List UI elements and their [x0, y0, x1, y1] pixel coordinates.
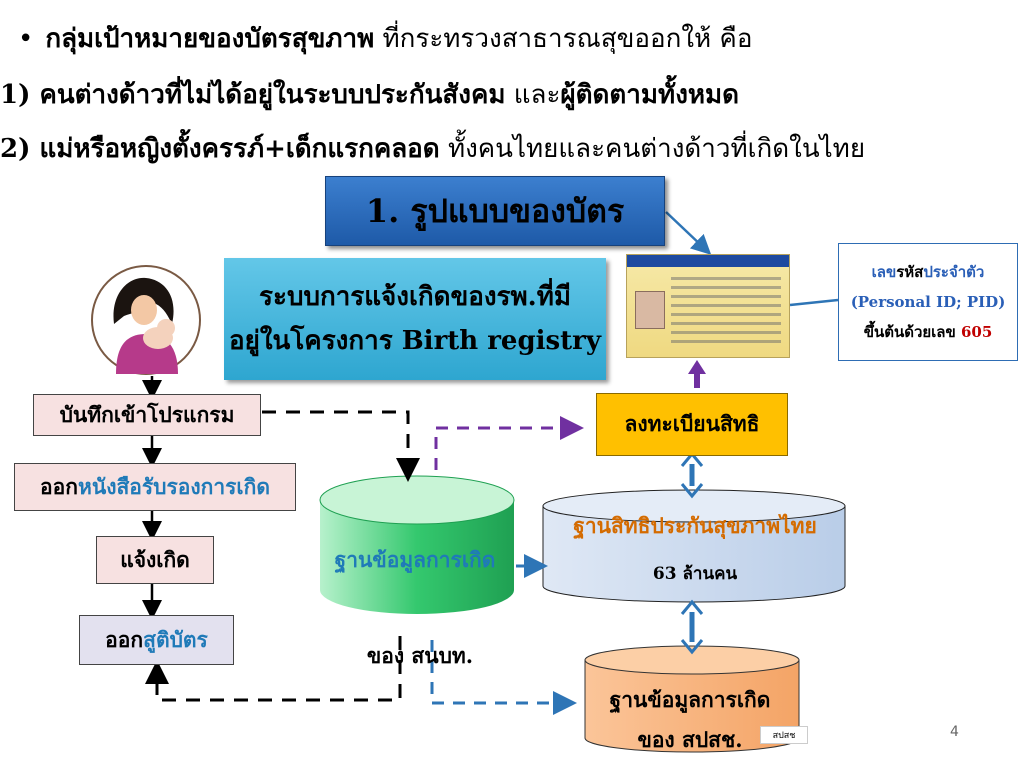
uc-database-cylinder — [542, 489, 846, 603]
birth-registry-line1: ระบบการแจ้งเกิดของรพ.ที่มี — [259, 282, 571, 312]
group-1-bold-2: ผู้ติดตามทั้งหมด — [560, 80, 740, 110]
nso-database-line2: ของ สปสช. — [637, 727, 743, 752]
card-format-label: 1. รูปแบบของบัตร — [365, 191, 625, 230]
group-2-line: 2) แม่หรือหญิงตั้งครรภ์+เด็กแรกคลอด ทั้ง… — [0, 128, 865, 169]
group-1-mid: และ — [505, 80, 561, 110]
nso-database-line1: ฐานข้อมูลการเกิด — [609, 687, 771, 712]
target-group-rest: ที่กระทรวงสาธารณสุขออกให้ คือ — [374, 24, 753, 54]
birth-database-cylinder — [319, 475, 515, 614]
birthdb-to-register-dashed-arrow — [434, 416, 584, 470]
bullet-icon: • — [18, 24, 34, 54]
record-program-label: บันทึกเข้าโปรแกรม — [59, 401, 235, 427]
birth-registry-box: ระบบการแจ้งเกิดของรพ.ที่มี อยู่ในโครงการ… — [224, 258, 606, 380]
birth-database-label: ฐานข้อมูลการเกิด — [334, 547, 496, 572]
issue-birth-cert-box: ออกสูติบัตร — [79, 615, 234, 665]
pid-line2: (Personal ID; PID) — [850, 293, 1006, 311]
pid-line1: เลขรหัสประจำตัว — [871, 263, 985, 281]
target-group-heading: กลุ่มเป้าหมายของบัตรสุขภาพ — [45, 24, 375, 54]
nso-database-label: ฐานข้อมูลการเกิด ของ สปสช. — [585, 680, 795, 760]
group-2-bold: 2) แม่หรือหญิงตั้งครรภ์+เด็กแรกคลอด — [0, 134, 440, 164]
register-rights-box: ลงทะเบียนสิทธิ — [596, 393, 788, 456]
group-1-line: 1) คนต่างด้าวที่ไม่ได้อยู่ในระบบประกันสั… — [0, 74, 739, 115]
group-1-bold: 1) คนต่างด้าวที่ไม่ได้อยู่ในระบบประกันสั… — [0, 80, 506, 110]
card-format-title: 1. รูปแบบของบัตร — [325, 176, 665, 246]
birthdb-to-nsodb-dashed-arrow — [430, 640, 577, 715]
register-to-card-arrowhead — [688, 360, 706, 374]
register-rights-label: ลงทะเบียนสิทธิ — [624, 411, 760, 436]
notify-birth-box: แจ้งเกิด — [96, 536, 214, 584]
baby-photo — [635, 291, 665, 329]
uc-database-count: 63 ล้านคน — [652, 564, 738, 584]
card-header-bar — [627, 255, 789, 267]
pid-line3: ขึ้นต้นด้วยเลข 605 — [863, 323, 993, 341]
target-group-line: • กลุ่มเป้าหมายของบัตรสุขภาพ ที่กระทรวงสา… — [18, 18, 752, 59]
birth-registry-line2: อยู่ในโครงการ Birth registry — [229, 326, 601, 356]
record-program-box: บันทึกเข้าโปรแกรม — [33, 394, 261, 436]
group-2-rest: ทั้งคนไทยและคนต่างด้าวที่เกิดในไทย — [439, 134, 866, 164]
format-to-card-arrow — [665, 211, 712, 255]
nhso-logo-icon: สปสช — [760, 726, 808, 744]
birth-database-owner: ของ สนบท. — [366, 643, 474, 668]
record-to-birthdb-dashed-arrow — [262, 410, 420, 482]
uc-database-label: ฐานสิทธิประกันสุขภาพไทย — [573, 513, 817, 538]
birthdb-to-cert-dashed-arrow — [145, 636, 402, 702]
card-text-lines — [671, 277, 781, 349]
birth-certificate-box: ออกหนังสือรับรองการเกิด — [14, 463, 296, 511]
mother-baby-icon — [91, 265, 201, 375]
health-card-image — [626, 254, 790, 358]
issue-birth-cert-label: ออกสูติบัตร — [105, 626, 208, 652]
notify-birth-label: แจ้งเกิด — [120, 546, 190, 572]
pid-info-box: เลขรหัสประจำตัว (Personal ID; PID) ขึ้นต… — [838, 243, 1018, 361]
birth-certificate-label: ออกหนังสือรับรองการเกิด — [40, 473, 270, 499]
page-number: 4 — [950, 724, 959, 740]
card-to-pid-connector — [789, 298, 839, 307]
nso-database-cylinder — [584, 645, 800, 753]
nhso-logo-text: สปสช — [772, 731, 796, 741]
ucdb-nsodb-double-arrow — [680, 599, 704, 655]
